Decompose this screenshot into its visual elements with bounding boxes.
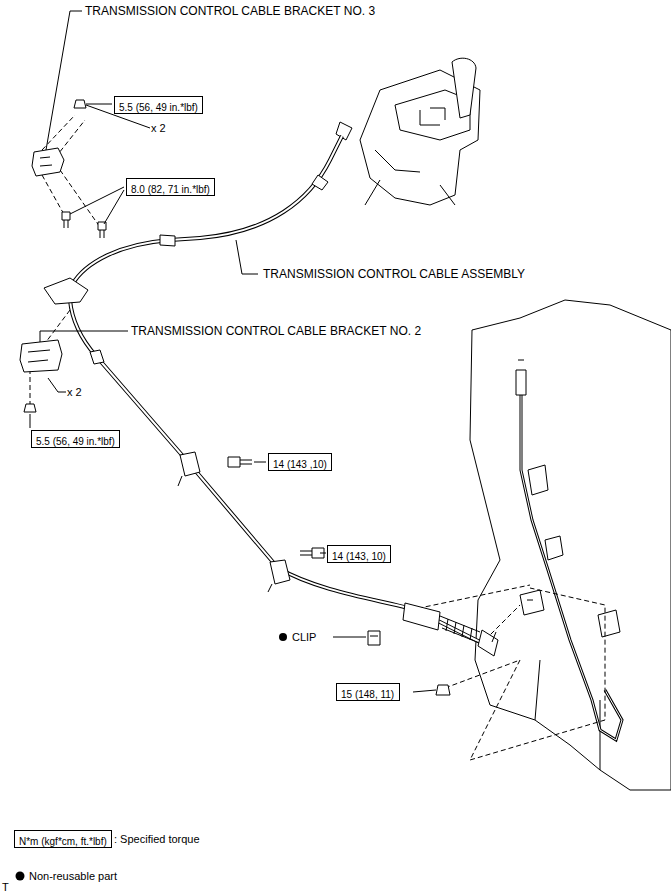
shift-lever-assembly [336,58,480,205]
legend-text: : Specified torque [114,832,200,846]
control-cable [44,136,498,656]
torque-box: 5.5 (56, 49 in.*lbf) [31,430,120,448]
part-name: TRANSMISSION CONTROL CABLE BRACKET NO. 3 [84,4,376,18]
leader-lines [30,11,436,692]
corner-mark: T [1,880,10,894]
part-name: TRANSMISSION CONTROL CABLE BRACKET NO. 2 [130,324,422,338]
torque-value: N*m (kgf*cm, ft.*lbf) [15,834,111,850]
torque-box: N*m (kgf*cm, ft.*lbf) [14,830,112,848]
non-reusable-dot [279,633,287,641]
legend-text: Non-reusable part [29,869,117,883]
assembly-guides [30,115,605,760]
part-name: TRANSMISSION CONTROL CABLE ASSEMBLY [262,267,526,281]
torque-box: 8.0 (82, 71 in.*lbf) [126,178,215,196]
torque-value: 8.0 (82, 71 in.*lbf) [127,182,214,198]
torque-value: 15 (148, 11) [337,687,398,703]
quantity-note: x 2 [150,121,167,135]
torque-value: 14 (143 ,10) [269,457,331,473]
part-label: CLIP [291,630,317,644]
transmission-case [470,300,671,790]
transmission-side-cable [516,360,622,740]
torque-box: 14 (143 ,10) [268,453,332,471]
torque-value: 5.5 (56, 49 in.*lbf) [115,100,202,116]
torque-box: 5.5 (56, 49 in.*lbf) [114,96,203,114]
quantity-note: x 2 [66,385,83,399]
torque-value: 5.5 (56, 49 in.*lbf) [32,434,119,450]
torque-value: 14 (143, 10) [328,549,390,565]
legend-dot-sample [16,872,25,881]
torque-box: 14 (143, 10) [327,545,391,563]
brackets-and-fasteners [20,100,450,695]
torque-box: 15 (148, 11) [336,683,400,701]
